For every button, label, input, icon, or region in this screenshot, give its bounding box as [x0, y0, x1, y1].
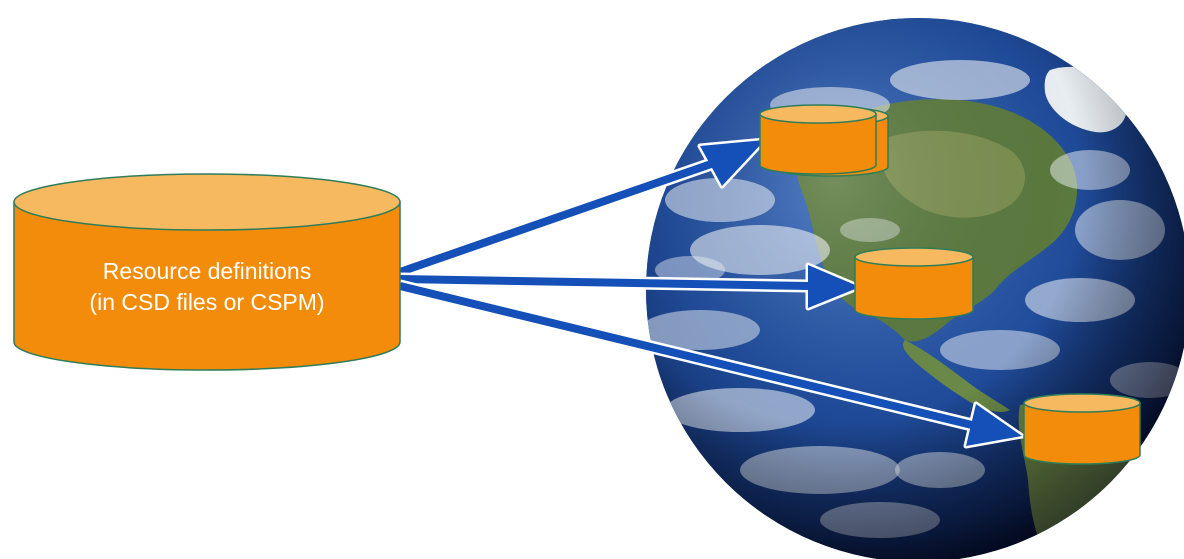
source-database: Resource definitions (in CSD files or CS…	[13, 173, 401, 371]
source-label-line1: Resource definitions	[103, 258, 311, 284]
database-cylinder-icon	[13, 173, 401, 371]
target-database-top	[759, 104, 889, 177]
replication-arrows	[393, 137, 1025, 449]
source-label-line2: (in CSD files or CSPM)	[89, 289, 324, 315]
database-cylinder-icon	[854, 247, 974, 320]
database-cylinder-icon	[759, 104, 889, 177]
source-cylinder-top	[13, 173, 401, 231]
arrow-to-middle-target	[393, 262, 863, 311]
arrow-to-bottom-target	[393, 279, 1025, 449]
source-cylinder-body	[13, 201, 401, 371]
database-cylinder-icon	[1023, 393, 1141, 465]
target-database-bottom	[1023, 393, 1141, 465]
arrow-to-top-target	[393, 137, 768, 279]
target-database-middle	[854, 247, 974, 320]
